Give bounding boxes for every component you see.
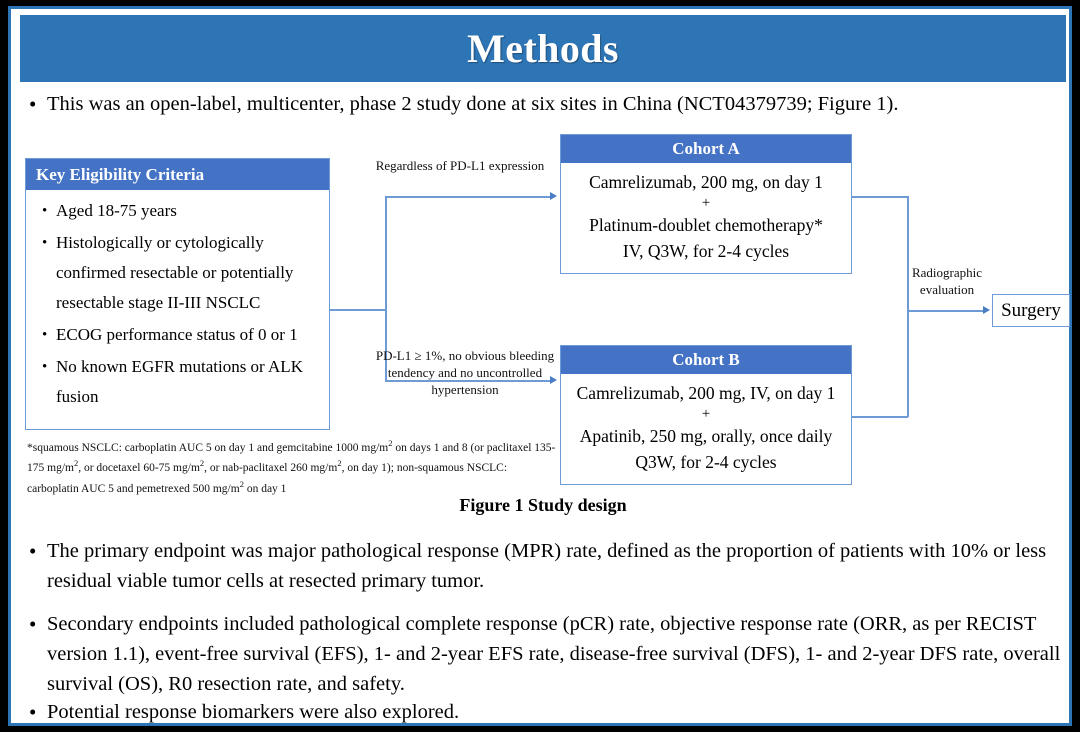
bullet-marker-icon: • <box>29 612 37 636</box>
chemotherapy-footnote: *squamous NSCLC: carboplatin AUC 5 on da… <box>27 436 557 497</box>
study-design-figure: Key Eligibility Criteria • Aged 18-75 ye… <box>20 124 1070 499</box>
connector-to-cohort-b <box>385 380 552 382</box>
bullet-intro-text: This was an open-label, multicenter, pha… <box>47 93 899 115</box>
bullet-marker-icon: • <box>42 235 48 251</box>
surgery-label: Surgery <box>1001 299 1061 321</box>
cohort-b-header: Cohort B <box>561 346 851 374</box>
page-title: Methods <box>467 26 619 71</box>
list-item: • ECOG performance status of 0 or 1 <box>34 320 321 350</box>
cohort-a-header: Cohort A <box>561 135 851 163</box>
cohort-a-line-1: Camrelizumab, 200 mg, on day 1 <box>589 172 823 192</box>
footnote-sup-5: 2 <box>239 478 244 489</box>
eligibility-item-mutations: No known EGFR mutations or ALK fusion <box>56 357 303 406</box>
footnote-sup-1: 2 <box>388 438 393 448</box>
footnote-sup-4: 2 <box>337 458 342 469</box>
footnote-sup-2: 2 <box>73 458 79 469</box>
connector-split-vertical <box>385 196 387 381</box>
bullet-secondary-endpoints: • Secondary endpoints included pathologi… <box>25 609 1069 699</box>
connector-eligibility-out <box>330 309 386 311</box>
connector-label-radiographic: Radiographic evaluation <box>911 265 983 297</box>
bullet-marker-icon: • <box>29 700 37 724</box>
surgery-box: Surgery <box>992 294 1070 327</box>
arrow-to-cohort-a-icon <box>550 192 557 200</box>
cohort-b-plus: + <box>701 406 711 422</box>
arrow-to-surgery-icon <box>983 306 990 314</box>
eligibility-header: Key Eligibility Criteria <box>26 159 329 190</box>
eligibility-criteria-box: Key Eligibility Criteria • Aged 18-75 ye… <box>25 158 330 430</box>
footnote-part-2: on days 1 and 8 (or paclitaxel 135-175 m… <box>27 441 556 475</box>
connector-cohort-b-out <box>852 416 908 418</box>
slide-canvas: Methods • This was an open-label, multic… <box>8 6 1072 726</box>
cohort-b-box: Cohort B Camrelizumab, 200 mg, IV, on da… <box>560 345 852 485</box>
eligibility-item-histology: Histologically or cytologically confirme… <box>56 233 294 312</box>
bullet-primary-text: The primary endpoint was major pathologi… <box>47 540 1047 592</box>
bullet-marker-icon: • <box>42 359 48 375</box>
footnote-part-1: *squamous NSCLC: carboplatin AUC 5 on da… <box>27 441 389 454</box>
bullet-marker-icon: • <box>29 92 37 116</box>
cohort-b-body: Camrelizumab, 200 mg, IV, on day 1 + Apa… <box>561 374 851 481</box>
arrow-to-cohort-b-icon <box>550 376 557 384</box>
cohort-a-plus: + <box>701 195 711 211</box>
connector-cohort-a-out <box>852 196 908 198</box>
bullet-intro: • This was an open-label, multicenter, p… <box>25 89 1065 119</box>
cohort-b-line-3: Q3W, for 2-4 cycles <box>635 452 777 472</box>
cohort-a-box: Cohort A Camrelizumab, 200 mg, on day 1 … <box>560 134 852 274</box>
cohort-a-body: Camrelizumab, 200 mg, on day 1 + Platinu… <box>561 163 851 270</box>
eligibility-item-ecog: ECOG performance status of 0 or 1 <box>56 325 298 344</box>
footnote-part-6: on day 1 <box>243 482 287 495</box>
bullet-secondary-text: Secondary endpoints included pathologica… <box>47 613 1061 695</box>
eligibility-item-age: Aged 18-75 years <box>56 201 177 220</box>
cohort-b-line-2: Apatinib, 250 mg, orally, once daily <box>579 426 833 446</box>
bullet-marker-icon: • <box>42 203 48 219</box>
cohort-a-line-2: Platinum-doublet chemotherapy* <box>589 215 823 235</box>
footnote-part-3: , or docetaxel 60-75 mg/m <box>78 462 200 475</box>
bullet-biomarker-text: Potential response biomarkers were also … <box>47 701 460 723</box>
connector-label-regardless: Regardless of PD-L1 expression <box>375 158 545 173</box>
cohort-a-line-3: IV, Q3W, for 2-4 cycles <box>622 241 790 261</box>
figure-caption: Figure 1 Study design <box>459 495 627 515</box>
connector-label-pdl1: PD-L1 ≥ 1%, no obvious bleeding tendency… <box>375 348 555 397</box>
cohort-b-line-1: Camrelizumab, 200 mg, IV, on day 1 <box>576 383 836 403</box>
connector-merge-vertical <box>907 196 909 417</box>
footnote-sup-3: 2 <box>199 458 205 469</box>
eligibility-body: • Aged 18-75 years • Histologically or c… <box>26 190 329 420</box>
bullet-marker-icon: • <box>42 327 48 343</box>
list-item: • Aged 18-75 years <box>34 196 321 226</box>
list-item: • No known EGFR mutations or ALK fusion <box>34 352 321 412</box>
list-item: • Histologically or cytologically confir… <box>34 228 321 318</box>
slide-title-banner: Methods <box>20 15 1066 82</box>
connector-to-surgery <box>907 310 985 312</box>
bullet-marker-icon: • <box>29 539 37 563</box>
footnote-part-5: , on day 1); non-squamous NSCLC: carbopl… <box>27 462 508 495</box>
bullet-biomarkers: • Potential response biomarkers were als… <box>25 697 1065 727</box>
bullet-primary-endpoint: • The primary endpoint was major patholo… <box>25 536 1065 596</box>
footnote-part-4: , or nab-paclitaxel 260 mg/m <box>204 462 338 475</box>
connector-to-cohort-a <box>385 196 552 198</box>
